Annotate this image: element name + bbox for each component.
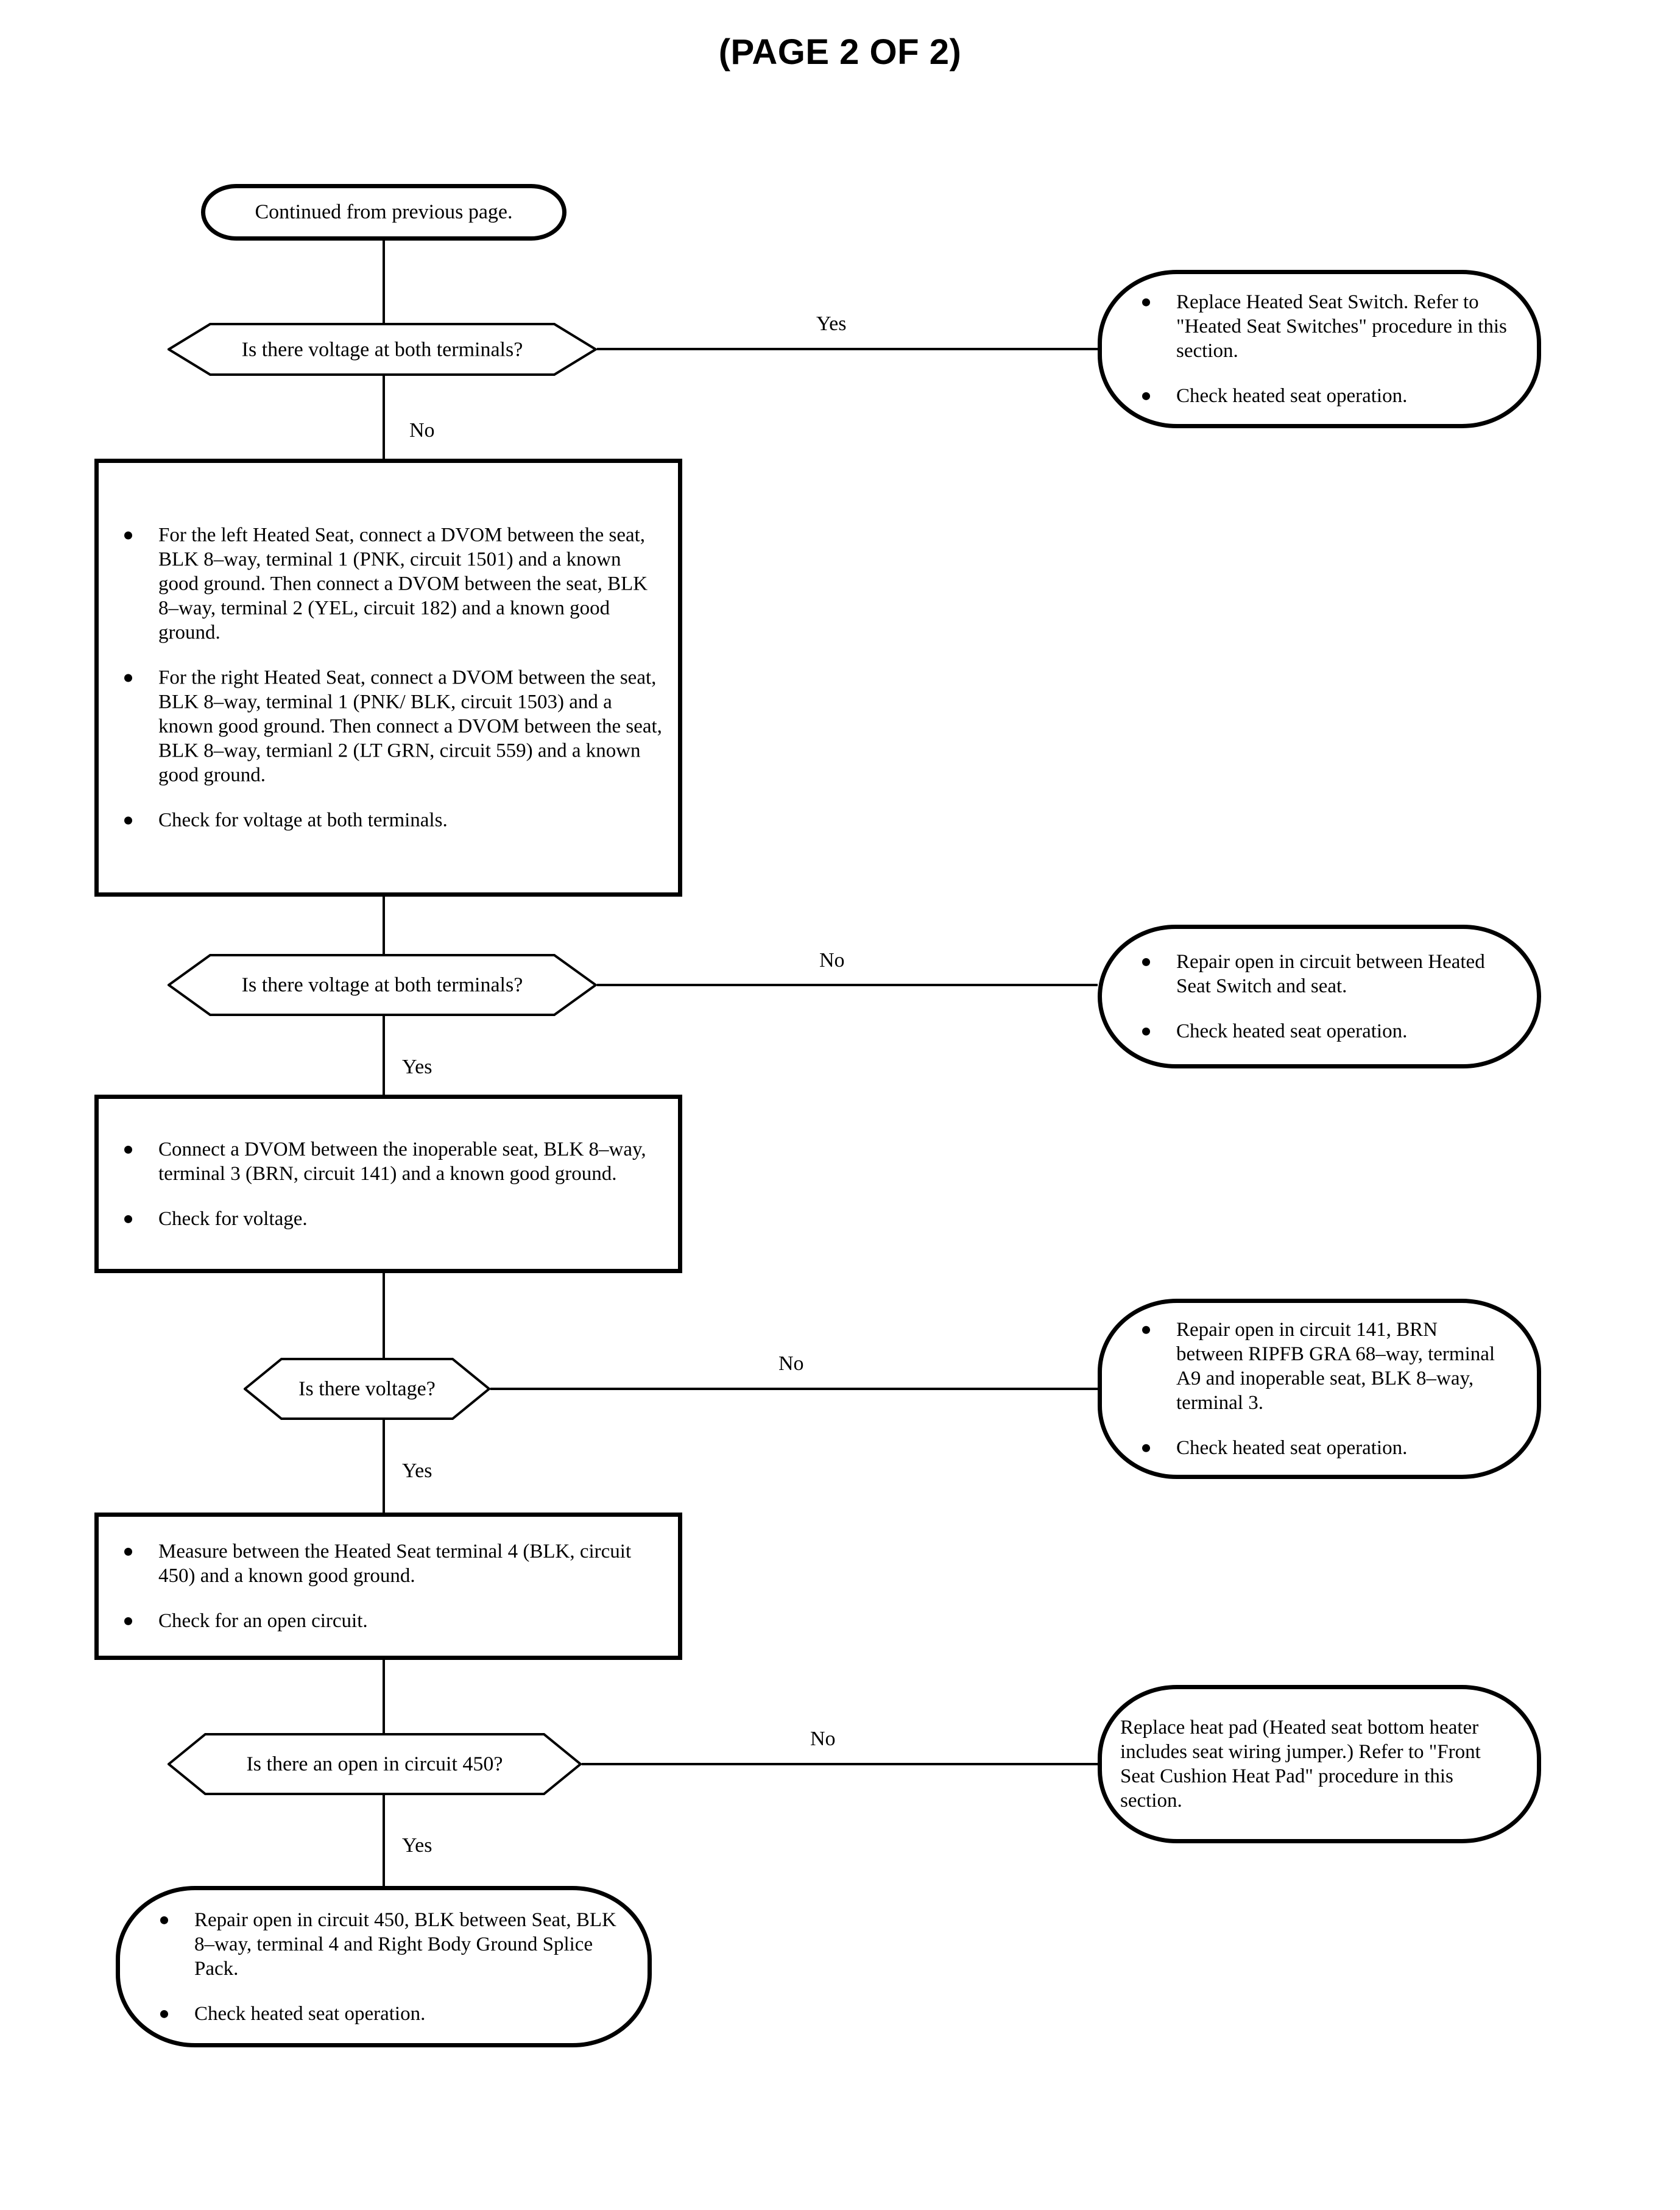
- node-result4-content: Replace heat pad (Heated seat bottom hea…: [1102, 1715, 1537, 1813]
- bullet-dot: [160, 1916, 168, 1924]
- bullet-dot: [160, 2010, 168, 2018]
- edge-label-decision1-no: No: [409, 419, 435, 442]
- list-item-text: Repair open in circuit 141, BRN between …: [1176, 1318, 1495, 1414]
- list-item-text: Replace Heated Seat Switch. Refer to "He…: [1176, 291, 1507, 362]
- list-item: Check for voltage at both terminals.: [117, 808, 663, 833]
- node-result1-content: Replace Heated Seat Switch. Refer to "He…: [1102, 290, 1537, 408]
- node-decision2: Is there voltage at both terminals?: [168, 954, 597, 1016]
- bullet-list: Repair open in circuit between Heated Se…: [1135, 950, 1509, 1043]
- node-result3: Repair open in circuit 141, BRN between …: [1098, 1299, 1541, 1479]
- edge-label-decision4-yes: Yes: [402, 1834, 432, 1857]
- list-item-text: Repair open in circuit 450, BLK between …: [194, 1908, 616, 1980]
- node-decision3: Is there voltage?: [244, 1358, 490, 1420]
- list-item-text: Connect a DVOM between the inoperable se…: [158, 1138, 646, 1185]
- bullet-dot: [124, 1547, 132, 1556]
- node-result5-content: Repair open in circuit 450, BLK between …: [120, 1907, 648, 2025]
- list-item-text: Check heated seat operation.: [1176, 1437, 1408, 1460]
- node-result2: Repair open in circuit between Heated Se…: [1098, 925, 1541, 1068]
- hexagon-shape: [168, 323, 597, 376]
- node-result2-content: Repair open in circuit between Heated Se…: [1102, 950, 1537, 1043]
- bullet-dot: [124, 674, 132, 682]
- node-decision1-label: Is there voltage at both terminals?: [241, 337, 523, 361]
- node-decision4-label: Is there an open in circuit 450?: [246, 1753, 503, 1776]
- hexagon-shape: [244, 1358, 490, 1420]
- edge-label-decision3-no: No: [778, 1352, 804, 1375]
- bullet-dot: [124, 1215, 132, 1223]
- node-start-label: Continued from previous page.: [255, 200, 513, 224]
- node-decision4: Is there an open in circuit 450?: [168, 1733, 582, 1795]
- bullet-list: Repair open in circuit 450, BLK between …: [153, 1907, 619, 2025]
- node-process2-content: Connect a DVOM between the inoperable se…: [99, 1137, 678, 1230]
- list-item-text: Repair open in circuit between Heated Se…: [1176, 950, 1485, 997]
- node-result3-content: Repair open in circuit 141, BRN between …: [1102, 1318, 1537, 1460]
- edge-label-decision2-yes: Yes: [402, 1056, 432, 1078]
- node-process3: Measure between the Heated Seat terminal…: [94, 1513, 682, 1660]
- list-item-text: Measure between the Heated Seat terminal…: [158, 1540, 632, 1587]
- list-item: Check for an open circuit.: [117, 1609, 663, 1633]
- list-item-text: Check for voltage.: [158, 1207, 308, 1230]
- node-result4: Replace heat pad (Heated seat bottom hea…: [1098, 1685, 1541, 1843]
- hexagon-shape: [168, 1733, 582, 1795]
- list-item: Check heated seat operation.: [153, 2002, 619, 2026]
- node-decision1: Is there voltage at both terminals?: [168, 323, 597, 376]
- bullet-dot: [124, 531, 132, 539]
- node-result1: Replace Heated Seat Switch. Refer to "He…: [1098, 270, 1541, 428]
- edge-label-decision3-yes: Yes: [402, 1460, 432, 1482]
- node-result4-text: Replace heat pad (Heated seat bottom hea…: [1120, 1716, 1481, 1812]
- node-process3-content: Measure between the Heated Seat terminal…: [99, 1539, 678, 1633]
- list-item: Connect a DVOM between the inoperable se…: [117, 1137, 663, 1185]
- bullet-dot: [1142, 298, 1150, 306]
- list-item: Check heated seat operation.: [1135, 1019, 1509, 1043]
- bullet-list: For the left Heated Seat, connect a DVOM…: [117, 523, 663, 833]
- bullet-list: Replace Heated Seat Switch. Refer to "He…: [1135, 290, 1509, 408]
- bullet-dot: [1142, 958, 1150, 966]
- list-item-text: Check for an open circuit.: [158, 1610, 368, 1633]
- bullet-list: Connect a DVOM between the inoperable se…: [117, 1137, 663, 1230]
- list-item-text: Check heated seat operation.: [194, 2002, 426, 2025]
- list-item-text: For the right Heated Seat, connect a DVO…: [158, 666, 662, 786]
- list-item: Repair open in circuit 450, BLK between …: [153, 1907, 619, 1980]
- list-item-text: Check for voltage at both terminals.: [158, 809, 448, 831]
- bullet-list: Measure between the Heated Seat terminal…: [117, 1539, 663, 1633]
- bullet-list: Repair open in circuit 141, BRN between …: [1135, 1318, 1509, 1460]
- list-item: Check for voltage.: [117, 1207, 663, 1231]
- node-decision3-label: Is there voltage?: [298, 1377, 436, 1400]
- list-item: Replace Heated Seat Switch. Refer to "He…: [1135, 290, 1509, 363]
- bullet-dot: [124, 1145, 132, 1154]
- bullet-dot: [124, 1617, 132, 1626]
- list-item: Measure between the Heated Seat terminal…: [117, 1539, 663, 1588]
- node-decision2-label: Is there voltage at both terminals?: [241, 973, 523, 997]
- bullet-dot: [124, 816, 132, 825]
- list-item: Repair open in circuit between Heated Se…: [1135, 950, 1509, 998]
- list-item-text: Check heated seat operation.: [1176, 385, 1408, 408]
- list-item: Check heated seat operation.: [1135, 1436, 1509, 1460]
- hexagon-shape: [168, 954, 597, 1016]
- bullet-dot: [1142, 392, 1150, 401]
- bullet-dot: [1142, 1028, 1150, 1036]
- node-process1-content: For the left Heated Seat, connect a DVOM…: [99, 523, 678, 833]
- node-process2: Connect a DVOM between the inoperable se…: [94, 1095, 682, 1273]
- node-start: Continued from previous page.: [201, 184, 566, 241]
- bullet-dot: [1142, 1444, 1150, 1453]
- list-item: Repair open in circuit 141, BRN between …: [1135, 1318, 1509, 1415]
- node-process1: For the left Heated Seat, connect a DVOM…: [94, 459, 682, 897]
- list-item-text: For the left Heated Seat, connect a DVOM…: [158, 523, 648, 644]
- page-title: (PAGE 2 OF 2): [718, 32, 962, 72]
- edge-label-decision4-no: No: [810, 1728, 836, 1750]
- edge-label-decision1-yes: Yes: [816, 312, 847, 335]
- list-item: For the left Heated Seat, connect a DVOM…: [117, 523, 663, 644]
- list-item: For the right Heated Seat, connect a DVO…: [117, 665, 663, 787]
- node-result5: Repair open in circuit 450, BLK between …: [116, 1886, 652, 2047]
- bullet-dot: [1142, 1326, 1150, 1334]
- list-item: Check heated seat operation.: [1135, 384, 1509, 408]
- list-item-text: Check heated seat operation.: [1176, 1020, 1408, 1043]
- edge-label-decision2-no: No: [819, 949, 845, 972]
